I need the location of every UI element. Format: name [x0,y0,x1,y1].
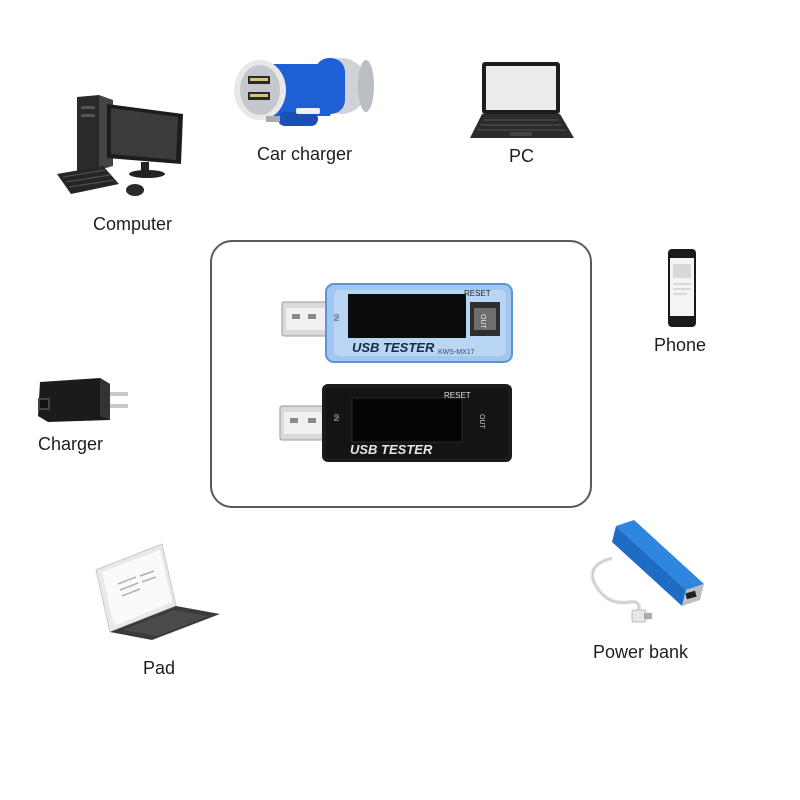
black-tester-reset-label: RESET [444,391,471,400]
blue-tester-screen-label: USB TESTER [352,340,435,355]
wall-charger-icon [34,376,134,424]
blue-tester-model-label: KWS-MX17 [438,349,475,356]
laptop-icon [470,60,575,140]
computer-label: Computer [93,214,173,234]
blue-tester-out-label: OUT [479,314,486,330]
pc-label: PC [509,146,535,166]
tablet-icon [92,540,232,640]
smartphone-icon [667,248,697,328]
car-charger-label: Car charger [257,144,353,164]
desktop-computer-icon [55,92,190,202]
power-bank-label: Power bank [593,642,689,662]
car-charger-icon [230,50,380,135]
blue-usb-tester: OUT IN RESET USB TESTER KWS-MX17 [278,276,518,366]
phone-label: Phone [654,335,707,355]
usb-tester-frame: OUT IN RESET USB TESTER KWS-MX17 RESET I… [210,240,592,508]
blue-tester-reset-label: RESET [464,289,491,298]
pad-label: Pad [143,658,176,678]
black-tester-in-label: IN [332,414,339,421]
power-bank-icon [582,518,707,633]
blue-tester-in-label: IN [332,314,339,321]
charger-label: Charger [38,434,104,454]
black-tester-screen-label: USB TESTER [350,442,433,457]
black-tester-out-label: OUT [478,414,485,430]
black-usb-tester: RESET IN OUT USB TESTER [276,376,520,466]
